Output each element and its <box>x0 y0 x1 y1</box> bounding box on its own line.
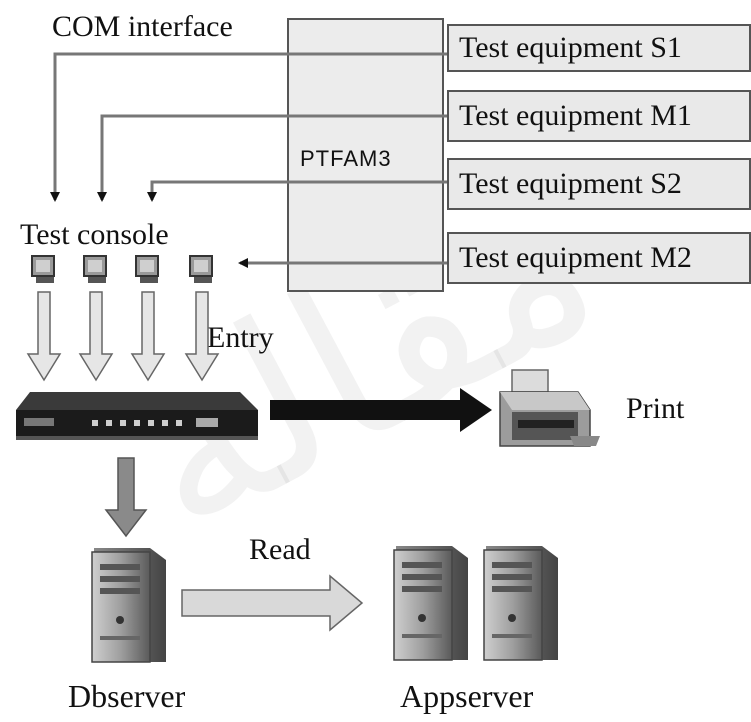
appserver-tower-2 <box>483 546 558 661</box>
print-label: Print <box>626 392 685 425</box>
network-switch-icon <box>16 392 258 440</box>
ptfam3-label: PTFAM3 <box>300 146 392 171</box>
ptfam3-box <box>287 18 444 292</box>
test-equipment-m1-box: Test equipment M1 <box>447 90 751 142</box>
entry-arrow-3 <box>130 291 166 382</box>
entry-arrow-1 <box>26 291 62 382</box>
dbserver-label: Dbserver <box>68 678 186 714</box>
test-equipment-s2-box: Test equipment S2 <box>447 158 751 210</box>
read-arrow <box>181 574 364 632</box>
test-equipment-m1-label: Test equipment M1 <box>459 99 692 132</box>
read-label: Read <box>249 533 311 566</box>
print-arrow <box>270 388 492 432</box>
entry-arrow-4 <box>184 291 220 382</box>
printer-icon <box>499 369 600 447</box>
console-2 <box>83 255 107 283</box>
console-1 <box>31 255 55 283</box>
test-console-label: Test console <box>20 218 169 251</box>
com-interface-label: COM interface <box>52 10 233 43</box>
tower-server-icon <box>91 548 166 663</box>
test-equipment-s1-box: Test equipment S1 <box>447 24 751 72</box>
console-3 <box>135 255 159 283</box>
console-4 <box>189 255 213 283</box>
connector-m1 <box>97 114 447 202</box>
connector-s1 <box>50 52 447 202</box>
appserver-tower-1 <box>393 546 468 661</box>
db-arrow <box>104 457 148 538</box>
entry-label: Entry <box>207 321 274 354</box>
test-equipment-s1-label: Test equipment S1 <box>459 31 682 64</box>
test-equipment-s2-label: Test equipment S2 <box>459 167 682 200</box>
appserver-label: Appserver <box>400 678 534 714</box>
test-equipment-m2-label: Test equipment M2 <box>459 241 692 274</box>
test-equipment-m2-box: Test equipment M2 <box>447 232 751 284</box>
entry-arrow-2 <box>78 291 114 382</box>
connector-s2 <box>147 180 447 202</box>
